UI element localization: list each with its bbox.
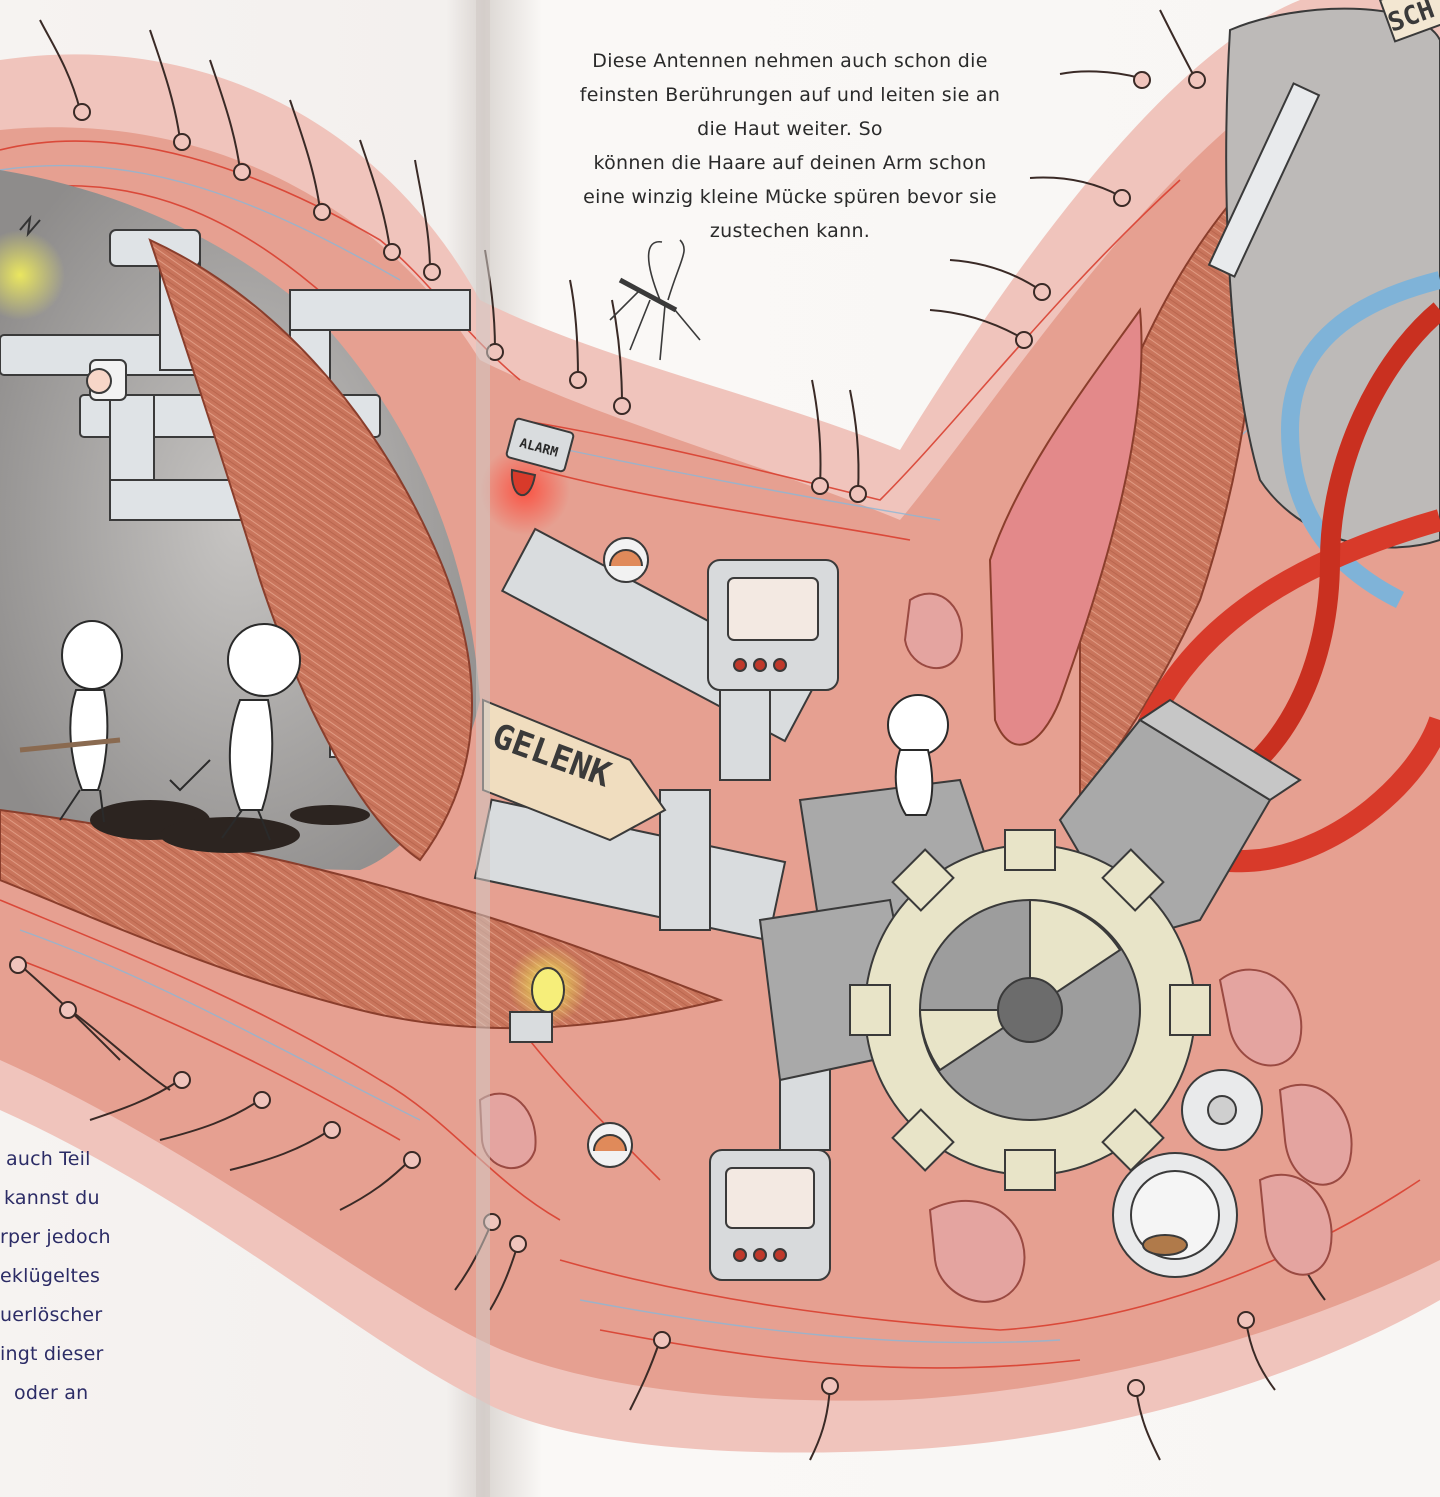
gauge-top bbox=[603, 537, 649, 583]
left-muscle bbox=[148, 238, 473, 862]
caption-left: auch Teil kannst du rper jedoch eklügelt… bbox=[0, 1140, 120, 1413]
small-gear bbox=[1181, 1069, 1263, 1151]
monitor-bottom bbox=[709, 1149, 831, 1281]
caption-line: uerlöscher bbox=[0, 1304, 103, 1326]
mosquito bbox=[609, 239, 701, 361]
figure-right bbox=[169, 623, 301, 841]
caption-line: rper jedoch bbox=[0, 1226, 111, 1248]
big-gear bbox=[849, 829, 1211, 1191]
caption-line: ingt dieser bbox=[0, 1343, 104, 1365]
monitor-top bbox=[707, 559, 839, 691]
sign-top-right bbox=[1378, 0, 1440, 43]
caption-line: können die Haare auf deinen Arm schon bbox=[593, 152, 987, 174]
caption-line: oder an bbox=[14, 1382, 89, 1404]
gauge-bottom bbox=[587, 1122, 633, 1168]
alarm-box bbox=[505, 417, 575, 496]
yellow-lamp bbox=[509, 967, 565, 1043]
caption-line: die Haut weiter. So bbox=[697, 118, 883, 140]
caption-line: eklügeltes bbox=[0, 1265, 101, 1287]
pink-tendon bbox=[988, 307, 1143, 746]
caption-top: Diese Antennen nehmen auch schon die fei… bbox=[560, 44, 1020, 248]
hamster-wheel bbox=[1112, 1152, 1238, 1278]
right-cylinder bbox=[1225, 7, 1440, 549]
red-tube-2 bbox=[1195, 302, 1440, 810]
caption-line: zustechen kann. bbox=[709, 220, 871, 242]
gutter bbox=[476, 0, 490, 1497]
figure-left bbox=[19, 620, 123, 823]
dirt-piles bbox=[90, 800, 370, 853]
caption-line: eine winzig kleine Mücke spüren bevor si… bbox=[583, 186, 997, 208]
pink-blobs bbox=[478, 592, 1353, 1303]
caption-line: kannst du bbox=[4, 1187, 100, 1209]
electric-zigzag bbox=[19, 214, 41, 238]
caption-line: feinsten Berührungen auf und leiten sie … bbox=[579, 84, 1001, 106]
caption-line: auch Teil bbox=[6, 1148, 91, 1170]
figure-center bbox=[887, 694, 949, 816]
caption-line: Diese Antennen nehmen auch schon die bbox=[592, 50, 988, 72]
